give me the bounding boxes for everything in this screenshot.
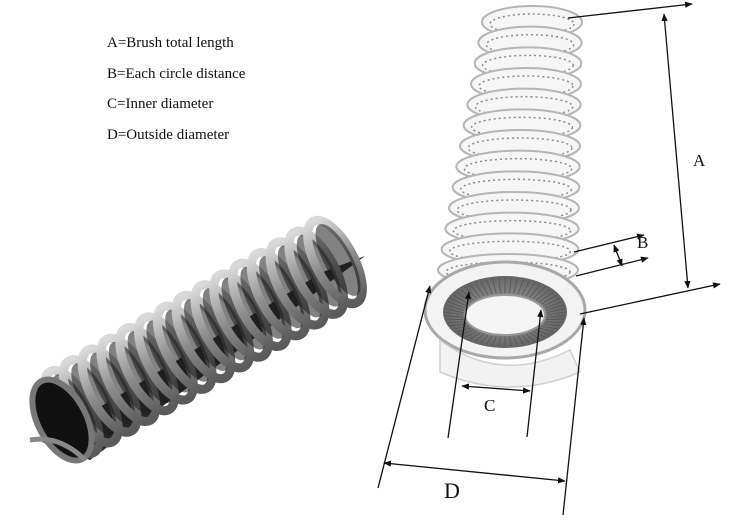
sketch-open-end [423,260,587,388]
dim-label-b: B [637,233,649,252]
dim-c-arrow [461,383,531,394]
dim-b-arrow [613,244,623,267]
dim-d-left-extension [377,285,432,489]
dim-c-left-extension [447,291,472,439]
dim-d-right-extension [562,317,587,516]
dim-a-top-extension [567,1,693,19]
dim-a-bottom-extension [579,282,721,315]
dim-label-d: D [444,478,460,503]
legend-item-a: A=Brush total length [107,35,234,51]
dimension-lines [377,1,721,516]
spiral-brush-sketch [423,5,587,388]
brush-coil [303,215,367,309]
dim-b-top-extension [573,233,645,253]
dim-d-arrow [383,460,566,484]
dim-a-arrow [661,13,691,289]
legend-item-d: D=Outside diameter [107,126,230,143]
dim-label-c: C [484,396,496,415]
legend-item-c: C=Inner diameter [107,96,214,112]
legend-item-b: B=Each circle distance [107,65,246,82]
brush-end-flange [29,436,87,462]
dim-c-right-extension [526,309,544,438]
spiral-brush-photo [29,215,367,464]
dim-label-a: A [693,151,706,170]
dim-b-bottom-extension [575,256,649,277]
legend: A=Brush total length B=Each circle dista… [107,28,245,150]
